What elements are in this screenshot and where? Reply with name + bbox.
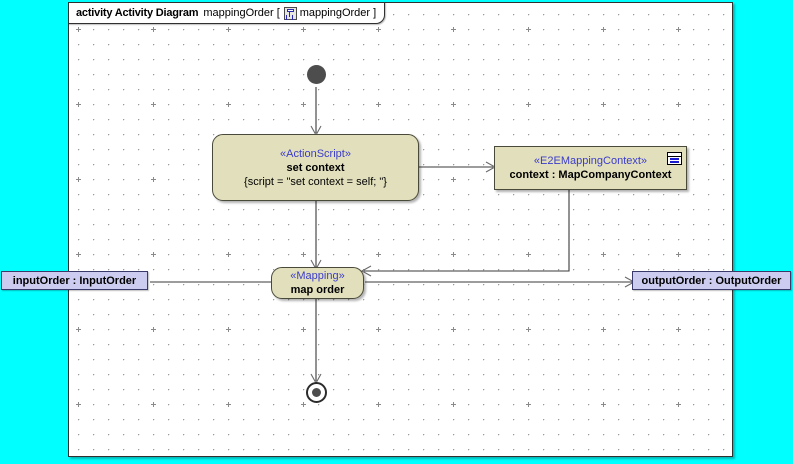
- action-set-context-constraint: {script = "set context = self; "}: [244, 175, 387, 188]
- grid-major-mark: [526, 252, 531, 257]
- action-map-order-stereotype: «Mapping»: [290, 270, 345, 282]
- edge-context-object-to-map-order: [364, 190, 570, 272]
- object-node-context-stereotype: «E2EMappingContext»: [533, 155, 648, 167]
- grid-major-mark: [676, 402, 681, 407]
- grid-major-mark: [526, 27, 531, 32]
- grid-major-mark: [151, 102, 156, 107]
- grid-major-mark: [451, 252, 456, 257]
- activity-diagram-frame: activity Activity Diagram mappingOrder […: [68, 2, 733, 457]
- parameter-node-input-order[interactable]: inputOrder : InputOrder: [1, 271, 148, 290]
- parameter-node-output-order[interactable]: outputOrder : OutputOrder: [632, 271, 791, 290]
- frame-header-name: mappingOrder: [203, 7, 274, 19]
- grid-major-mark: [76, 402, 81, 407]
- grid-major-mark: [301, 402, 306, 407]
- object-node-context-name: context : MapCompanyContext: [509, 169, 672, 181]
- grid-major-mark: [151, 27, 156, 32]
- grid-major-mark: [376, 102, 381, 107]
- grid-major-mark: [451, 402, 456, 407]
- grid-major-mark: [151, 177, 156, 182]
- grid-major-mark: [301, 327, 306, 332]
- background-grid-dots: [69, 3, 732, 456]
- grid-major-mark: [76, 252, 81, 257]
- grid-major-mark: [226, 102, 231, 107]
- grid-major-mark: [676, 327, 681, 332]
- grid-major-mark: [376, 27, 381, 32]
- grid-major-mark: [76, 177, 81, 182]
- grid-major-mark: [676, 102, 681, 107]
- edge-layer: [150, 87, 636, 385]
- frame-header-bracket-close: ]: [373, 7, 377, 19]
- grid-major-mark: [676, 252, 681, 257]
- action-set-context-name: set context: [286, 161, 345, 174]
- grid-major-mark: [451, 27, 456, 32]
- grid-major-mark: [601, 327, 606, 332]
- activity-final-node[interactable]: [306, 382, 327, 403]
- properties-list-icon[interactable]: [667, 152, 682, 165]
- grid-major-mark: [601, 102, 606, 107]
- grid-major-mark: [151, 402, 156, 407]
- grid-major-mark: [526, 402, 531, 407]
- action-map-order-name: map order: [290, 284, 345, 296]
- action-map-order[interactable]: «Mapping» map order: [271, 267, 364, 299]
- frame-header[interactable]: activity Activity Diagram mappingOrder […: [68, 2, 386, 24]
- grid-major-mark: [226, 27, 231, 32]
- grid-major-mark: [601, 27, 606, 32]
- grid-major-mark: [76, 327, 81, 332]
- object-node-context[interactable]: «E2EMappingContext» context : MapCompany…: [494, 146, 687, 190]
- action-set-context-stereotype: «ActionScript»: [280, 147, 351, 160]
- frame-header-bracket-open: [: [276, 7, 280, 19]
- grid-major-mark: [601, 402, 606, 407]
- background-grid-major: [69, 3, 732, 456]
- action-set-context[interactable]: «ActionScript» set context {script = "se…: [212, 134, 419, 201]
- grid-major-mark: [301, 252, 306, 257]
- grid-major-mark: [451, 177, 456, 182]
- activity-diagram-icon: [283, 6, 297, 20]
- grid-major-mark: [451, 102, 456, 107]
- grid-major-mark: [376, 402, 381, 407]
- grid-major-mark: [376, 327, 381, 332]
- frame-header-qualified-name: mappingOrder: [299, 7, 371, 19]
- grid-major-mark: [676, 27, 681, 32]
- grid-major-mark: [151, 327, 156, 332]
- initial-node[interactable]: [307, 65, 326, 84]
- grid-major-mark: [601, 252, 606, 257]
- frame-header-kind: activity Activity Diagram: [76, 7, 199, 19]
- grid-major-mark: [451, 327, 456, 332]
- grid-major-mark: [226, 327, 231, 332]
- grid-major-mark: [76, 102, 81, 107]
- grid-major-mark: [151, 252, 156, 257]
- grid-major-mark: [226, 402, 231, 407]
- grid-major-mark: [76, 27, 81, 32]
- grid-major-mark: [526, 102, 531, 107]
- grid-major-mark: [376, 252, 381, 257]
- grid-major-mark: [301, 27, 306, 32]
- grid-major-mark: [526, 327, 531, 332]
- grid-major-mark: [301, 102, 306, 107]
- grid-major-mark: [226, 252, 231, 257]
- parameter-node-output-order-label: outputOrder : OutputOrder: [641, 274, 782, 287]
- parameter-node-input-order-label: inputOrder : InputOrder: [12, 274, 137, 287]
